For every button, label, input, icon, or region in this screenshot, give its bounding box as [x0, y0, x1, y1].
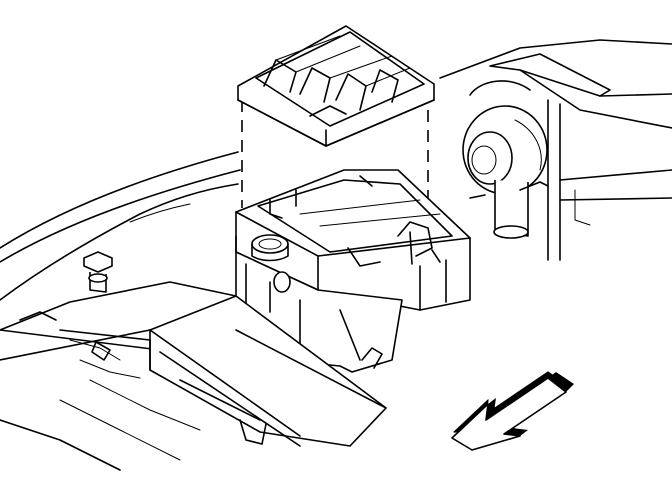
fuse-block-cover [237, 25, 435, 147]
radiator-support [0, 281, 387, 471]
fender-lines [0, 151, 241, 301]
forward-direction-arrow-icon [451, 371, 574, 451]
air-intake-assembly [462, 105, 549, 239]
body-structure-right [439, 39, 672, 261]
mount-bolt [83, 251, 113, 293]
